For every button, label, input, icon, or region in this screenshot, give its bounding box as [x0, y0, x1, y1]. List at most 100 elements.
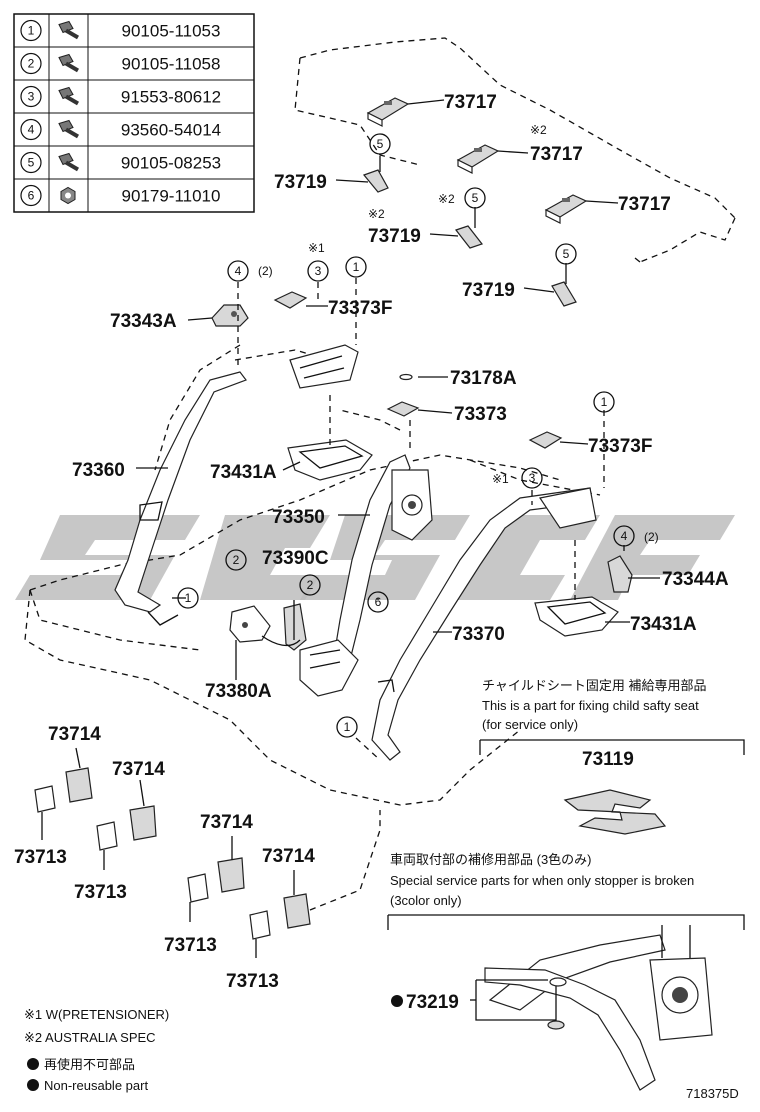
ref-circle: [20, 184, 42, 207]
washer-73178a: [399, 373, 413, 381]
legend-non-reusable-jp: 再使用不可部品: [44, 1057, 135, 1072]
stopper-set-2: [96, 805, 157, 851]
callout-73717: 73717: [530, 144, 583, 165]
callout-73713: 73713: [74, 882, 127, 903]
callout-73717: 73717: [618, 194, 671, 215]
rear-seat-outline: [24, 344, 601, 806]
bolt-washer-icon: [58, 86, 80, 106]
ref-circle: 1: [353, 260, 360, 274]
stopper-set-4: [249, 893, 311, 940]
belt-cover-right-73344a: [607, 555, 633, 593]
ref-circle: 3: [315, 264, 322, 278]
fastener-ref: 4: [28, 123, 35, 137]
child-seat-anchor: [563, 789, 667, 835]
callout-73719: 73719: [274, 172, 327, 193]
cover-73373f-left: [273, 291, 308, 309]
fastener-row: 5 90105-08253: [20, 151, 221, 174]
fastener-part-number: 93560-54014: [121, 121, 221, 140]
child-seat-note-en: This is a part for fixing child safty se…: [482, 698, 699, 713]
fastener-part-number: 90105-08253: [121, 154, 221, 173]
seat-belt-left: [114, 371, 247, 626]
cover-73373f-right: [528, 431, 563, 449]
pretensioner-mark: ※1: [492, 472, 509, 486]
hanger-bracket-3: [544, 194, 588, 224]
callout-73219: 73219: [406, 992, 459, 1013]
callout-73719: 73719: [368, 226, 421, 247]
bolt-flange-icon: [58, 53, 80, 73]
retractor-left: [289, 344, 359, 389]
australia-spec-mark: ※2: [530, 123, 547, 137]
legend-note-australia: ※2 AUSTRALIA SPEC: [24, 1030, 156, 1045]
belt-clip-2: [455, 225, 483, 249]
stopper-note-jp: 車両取付部の補修用部品 (3色のみ): [390, 852, 592, 867]
seat-belt-center: [334, 454, 433, 661]
ref-circle: 2: [307, 578, 314, 592]
belt-clip-3: [551, 281, 577, 307]
fastener-part-number: 90105-11058: [122, 55, 221, 74]
callout-73431a: 73431A: [210, 462, 277, 483]
ref-circle: [20, 85, 42, 108]
ref-circle: 2: [233, 553, 240, 567]
ref-circle: 1: [185, 591, 192, 605]
callout-73714: 73714: [200, 812, 253, 833]
legend-note-pretensioner: ※1 W(PRETENSIONER): [24, 1007, 169, 1022]
non-reusable-bullet-icon: [391, 995, 403, 1007]
callout-73714: 73714: [262, 846, 315, 867]
ref-circle: [20, 118, 42, 141]
callout-73373f: 73373F: [588, 436, 652, 457]
child-seat-note-en2: (for service only): [482, 717, 578, 732]
stopper-note: 車両取付部の補修用部品 (3色のみ) Special service parts…: [390, 852, 694, 908]
belt-clip-1: [362, 169, 389, 193]
callout-73717: 73717: [444, 92, 497, 113]
legend-non-reusable-en: Non-reusable part: [44, 1078, 148, 1093]
footnote-markers: ※2 ※2 ※2 ※1 ※1 (2) (2): [258, 123, 659, 544]
buckle-73390c: [283, 603, 359, 697]
callout-73713: 73713: [14, 847, 67, 868]
callout-73350: 73350: [272, 507, 325, 528]
ref-circle: [20, 19, 42, 42]
retractor-box-left: [287, 439, 373, 481]
bolt-flange-icon: [58, 152, 80, 172]
callout-73344a: 73344A: [662, 569, 729, 590]
fastener-ref: 1: [28, 24, 35, 38]
buckle-73380a: [229, 605, 301, 647]
callout-73373f: 73373F: [328, 298, 392, 319]
pretensioner-mark: ※1: [308, 241, 325, 255]
stopper-note-en: Special service parts for when only stop…: [390, 873, 694, 888]
belt-cover-left: [211, 304, 249, 327]
part-number-callouts: 73717 73717 73717 73719 73719 73719 7334…: [14, 92, 729, 1013]
fastener-row: 1 90105-11053: [20, 19, 221, 42]
ref-circle: 4: [235, 264, 242, 278]
non-reusable-bullet-icon: [27, 1079, 39, 1091]
ref-circle: [20, 151, 42, 174]
callout-73370: 73370: [452, 624, 505, 645]
quantity-label: (2): [644, 530, 659, 544]
fastener-part-number: 90105-11053: [122, 22, 221, 41]
fastener-part-number: 90179-11010: [122, 187, 221, 206]
screw-icon: [58, 119, 80, 139]
stopper-note-en2: (3color only): [390, 893, 462, 908]
parcel-shelf-outline: [294, 37, 736, 263]
illustration-id: 718375D: [686, 1086, 739, 1101]
callout-73719: 73719: [462, 280, 515, 301]
child-seat-note-jp: チャイルドシート固定用 補給専用部品: [482, 678, 706, 693]
ref-circle: 5: [472, 191, 479, 205]
ref-circle: 5: [377, 137, 384, 151]
nut-icon: [60, 186, 76, 205]
retractor-box-right: [534, 596, 619, 637]
callout-73373: 73373: [454, 404, 507, 425]
hanger-bracket-1: [366, 97, 410, 127]
ref-circle: [20, 52, 42, 75]
callout-73431a: 73431A: [630, 614, 697, 635]
hanger-bracket-2: [456, 144, 500, 174]
callout-73119: 73119: [582, 749, 634, 770]
ref-circle: 3: [529, 471, 536, 485]
callout-73713: 73713: [164, 935, 217, 956]
fastener-ref: 5: [28, 156, 35, 170]
reference-circles: 5 5 5 4 3 1 1 3 4 2 2 1 6 1: [177, 133, 635, 738]
fastener-row: 4 93560-54014: [20, 118, 221, 141]
